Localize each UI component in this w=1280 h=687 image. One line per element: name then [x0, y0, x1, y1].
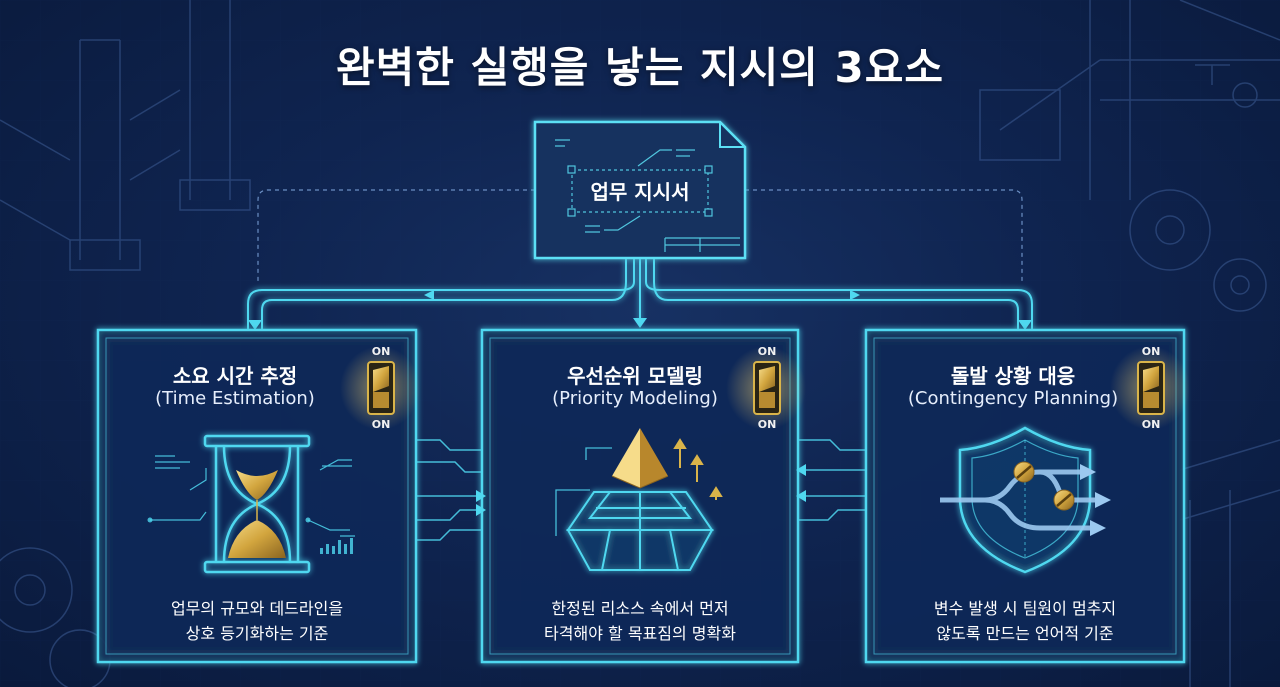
switch-on-label: ON [1141, 418, 1161, 431]
card-title-priority: 우선순위 모델링 [567, 364, 703, 388]
connector-arrows [248, 290, 1032, 330]
card-subtitle-priority: (Priority Modeling) [552, 388, 718, 409]
card-desc-line: 변수 발생 시 팀원이 멈추지 [933, 599, 1117, 618]
card-subtitle-time: (Time Estimation) [155, 388, 315, 409]
card-desc-contingency: 변수 발생 시 팀원이 멈추지 않도록 만드는 언어적 기준 [878, 596, 1172, 646]
toggle-switch-priority [726, 346, 806, 430]
card-subtitle-contingency: (Contingency Planning) [907, 388, 1119, 409]
task-document-label: 업무 지시서 [590, 180, 690, 204]
toggle-switch-time [340, 346, 420, 430]
card-desc-time: 업무의 규모와 데드라인을 상호 등기화하는 기준 [110, 596, 404, 646]
hourglass-icon [147, 434, 355, 574]
switch-on-label: ON [371, 418, 391, 431]
card-desc-line: 상호 등기화하는 기준 [185, 624, 329, 643]
circuit-arrows [476, 464, 806, 516]
switch-on-label: ON [757, 418, 777, 431]
circuit-lines [416, 439, 866, 541]
page-title: 완벽한 실행을 낳는 지시의 3요소 [335, 43, 945, 92]
pyramid-icon [555, 428, 723, 571]
shield-arrows-icon [940, 426, 1111, 574]
switch-on-label: ON [371, 345, 391, 358]
card-desc-line: 업무의 규모와 데드라인을 [170, 599, 344, 618]
card-desc-priority: 한정된 리소스 속에서 먼저 타격해야 할 목표짐의 명확화 [493, 596, 787, 646]
card-title-contingency: 돌발 상황 대응 [950, 364, 1076, 388]
card-desc-line: 않도록 만드는 언어적 기준 [936, 624, 1114, 643]
card-desc-line: 타격해야 할 목표짐의 명확화 [544, 624, 736, 643]
card-desc-line: 한정된 리소스 속에서 먼저 [551, 599, 729, 618]
task-document [533, 120, 747, 260]
main-connector [247, 258, 1033, 330]
dashed-connector [257, 189, 1023, 282]
document-decor [555, 139, 740, 252]
toggle-switch-contingency [1110, 346, 1190, 430]
card-title-time: 소요 시간 추정 [172, 364, 298, 388]
switch-on-label: ON [1141, 345, 1161, 358]
switch-on-label: ON [757, 345, 777, 358]
